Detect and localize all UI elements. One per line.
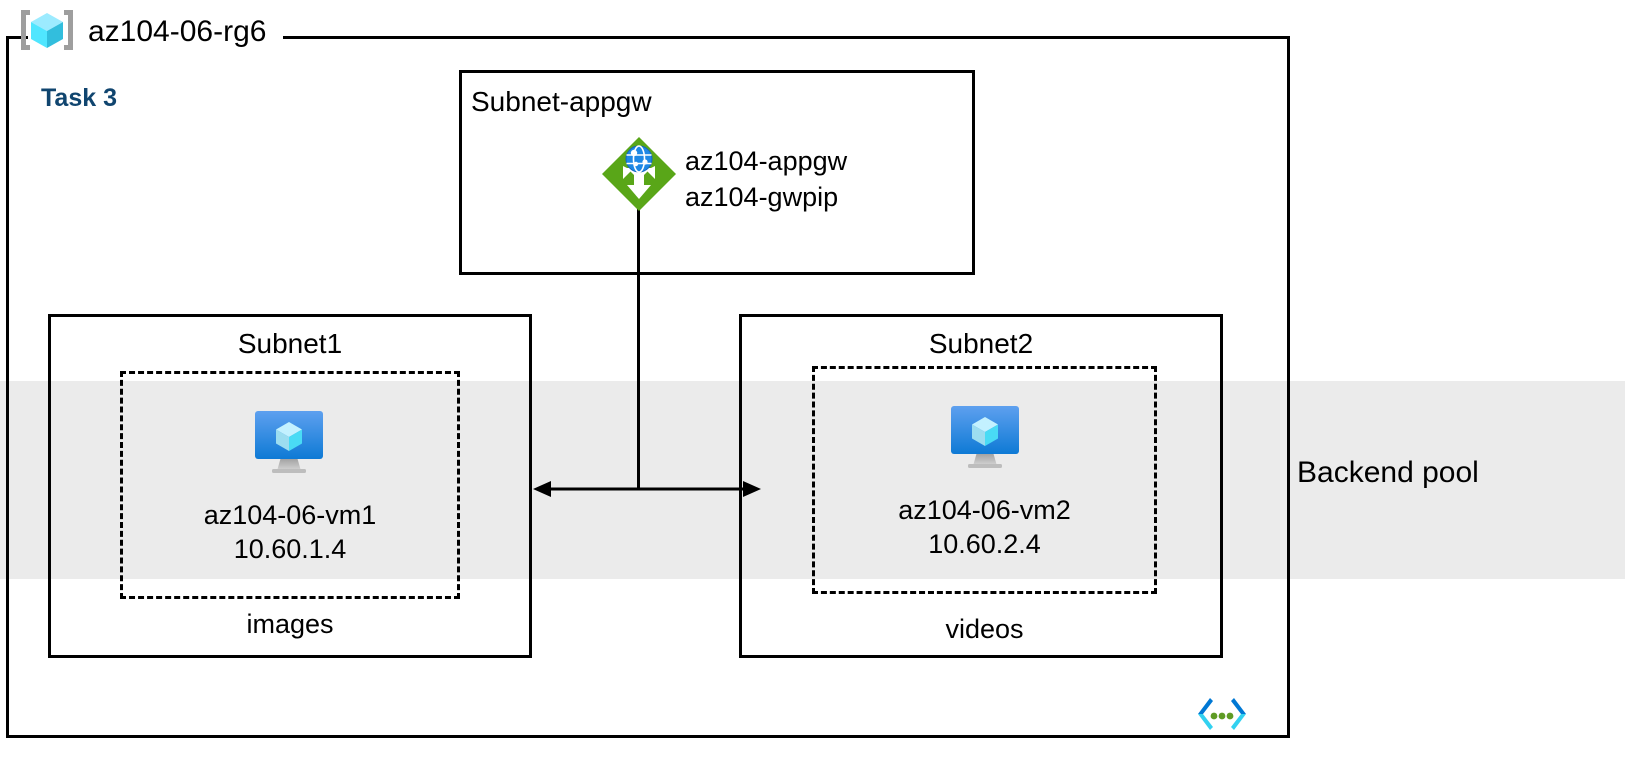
subnet1-box xyxy=(48,314,532,658)
resource-group-cube-icon xyxy=(18,7,76,53)
subnet-link-arrow xyxy=(531,430,763,550)
subnet2-title: Subnet2 xyxy=(928,328,1034,359)
backend-pool-label: Backend pool xyxy=(1297,456,1479,489)
virtual-machine-icon xyxy=(947,400,1023,472)
resource-group-container xyxy=(6,37,1290,738)
subnet-appgw-box xyxy=(459,70,975,275)
resource-group-border-top-right xyxy=(283,36,1290,39)
subnet2-box xyxy=(739,314,1223,658)
subnet1-caption: images xyxy=(246,609,334,639)
subnet1-vm-labels: az104-06-vm1 10.60.1.4 xyxy=(120,498,460,566)
subnet1-vm-ip: 10.60.1.4 xyxy=(233,534,347,564)
application-gateway-icon xyxy=(600,135,678,213)
appgw-name: az104-appgw xyxy=(685,146,848,176)
subnet1-vm-group xyxy=(120,371,460,599)
gwpip-name: az104-gwpip xyxy=(685,182,839,212)
code-brackets-icon xyxy=(1194,695,1250,733)
subnet2-caption: videos xyxy=(945,614,1024,644)
resource-group-border-top-left xyxy=(6,36,28,39)
application-gateway-labels: az104-appgw az104-gwpip xyxy=(685,143,847,215)
subnet1-vm-name: az104-06-vm1 xyxy=(203,500,377,530)
virtual-machine-icon xyxy=(251,405,327,477)
resource-group-title: az104-06-rg6 xyxy=(88,15,267,48)
subnet-appgw-title: Subnet-appgw xyxy=(471,86,652,117)
subnet1-title: Subnet1 xyxy=(237,328,343,359)
subnet2-vm-name: az104-06-vm2 xyxy=(898,495,1071,525)
subnet2-vm-ip: 10.60.2.4 xyxy=(928,529,1041,559)
subnet2-vm-labels: az104-06-vm2 10.60.2.4 xyxy=(812,493,1157,561)
task-label: Task 3 xyxy=(41,84,117,112)
subnet2-vm-group xyxy=(812,366,1157,594)
appgw-vertical-connector xyxy=(637,208,640,490)
